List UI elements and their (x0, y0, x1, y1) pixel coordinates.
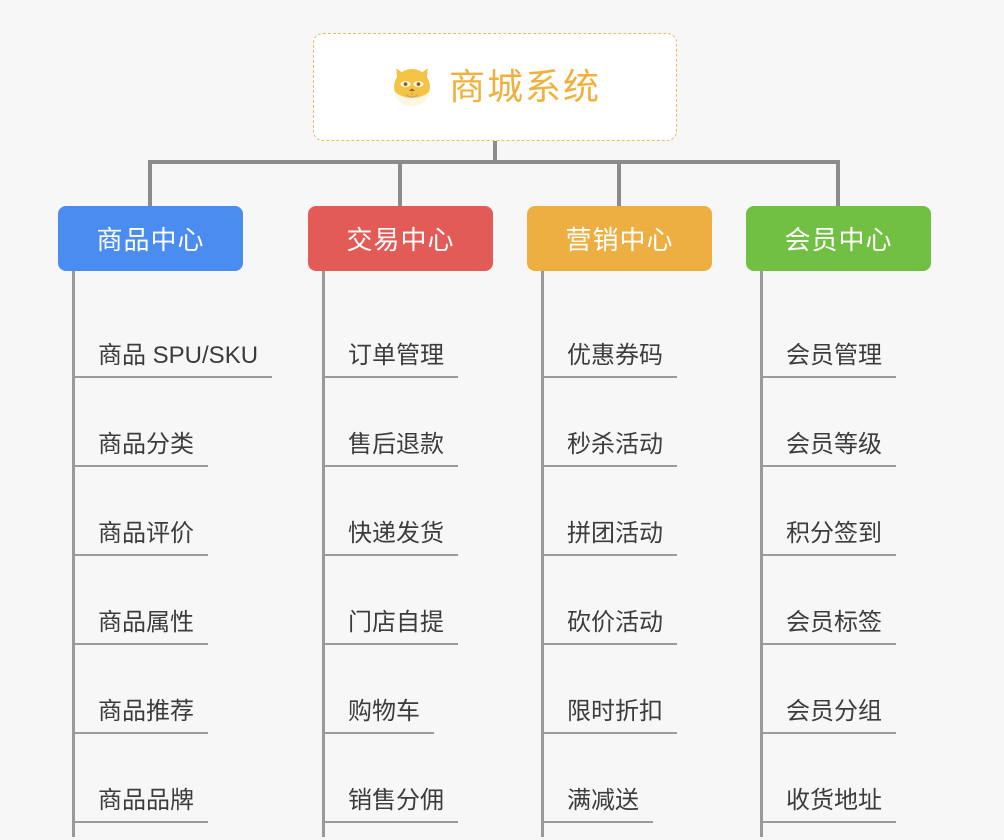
leaf-item[interactable]: 会员标签 (760, 556, 931, 645)
leaf-item[interactable]: 限时折扣 (541, 645, 712, 734)
branch-header-4[interactable]: 会员中心 (746, 206, 931, 271)
leaf-item[interactable]: 快递发货 (322, 467, 493, 556)
branch-body-4: 会员管理 会员等级 积分签到 会员标签 会员分组 收货地址 (746, 271, 931, 837)
leaf-item[interactable]: 门店自提 (322, 556, 493, 645)
connector-drop-4 (836, 160, 840, 208)
leaf-item[interactable]: 购物车 (322, 645, 493, 734)
root-node[interactable]: 商城系统 (313, 33, 677, 141)
leaf-item[interactable]: 秒杀活动 (541, 378, 712, 467)
leaf-item[interactable]: 商品推荐 (72, 645, 243, 734)
leaf-item[interactable]: 积分签到 (760, 467, 931, 556)
connector-drop-3 (617, 160, 621, 208)
branch-trunk-3 (541, 271, 544, 837)
connector-drop-2 (398, 160, 402, 208)
leaf-label: 会员管理 (760, 342, 896, 378)
leaf-item[interactable]: 收货地址 (760, 734, 931, 823)
root-title: 商城系统 (448, 66, 601, 107)
leaf-label: 商品 SPU/SKU (72, 342, 273, 378)
branch-column-2: 交易中心 订单管理 售后退款 快递发货 门店自提 购物车 销售分佣 (308, 206, 493, 837)
leaf-label: 拼团活动 (541, 520, 677, 556)
leaf-label: 销售分佣 (322, 787, 458, 823)
branch-header-label: 商品中心 (96, 225, 205, 255)
leaf-label: 收货地址 (760, 787, 896, 823)
connector-drop-1 (148, 160, 152, 208)
leaf-label: 购物车 (322, 698, 434, 734)
shiba-dog-icon (394, 68, 430, 107)
branch-trunk-4 (760, 271, 763, 837)
leaf-item[interactable]: 商品 SPU/SKU (72, 289, 273, 378)
leaf-item[interactable]: 满减送 (541, 734, 712, 823)
branch-header-label: 交易中心 (346, 225, 455, 255)
branch-body-3: 优惠券码 秒杀活动 拼团活动 砍价活动 限时折扣 满减送 (527, 271, 712, 837)
leaf-item[interactable]: 售后退款 (322, 378, 493, 467)
leaf-item[interactable]: 商品评价 (72, 467, 243, 556)
leaf-item[interactable]: 会员分组 (760, 645, 931, 734)
leaf-label: 积分签到 (760, 520, 896, 556)
branch-header-label: 营销中心 (565, 225, 674, 255)
leaf-item[interactable]: 优惠券码 (541, 289, 712, 378)
leaf-item[interactable]: 砍价活动 (541, 556, 712, 645)
leaf-label: 会员等级 (760, 431, 896, 467)
leaf-label: 快递发货 (322, 520, 458, 556)
branch-header-3[interactable]: 营销中心 (527, 206, 712, 271)
leaf-label: 商品评价 (72, 520, 208, 556)
leaf-label: 满减送 (541, 787, 653, 823)
leaf-item[interactable]: 商品属性 (72, 556, 243, 645)
leaf-label: 砍价活动 (541, 609, 677, 645)
leaf-item[interactable]: 订单管理 (322, 289, 493, 378)
leaf-item[interactable]: 会员管理 (760, 289, 931, 378)
leaf-label: 订单管理 (322, 342, 458, 378)
leaf-item[interactable]: 商品分类 (72, 378, 243, 467)
leaf-label: 优惠券码 (541, 342, 677, 378)
branch-header-label: 会员中心 (784, 225, 893, 255)
leaf-label: 秒杀活动 (541, 431, 677, 467)
leaf-item[interactable]: 销售分佣 (322, 734, 493, 823)
leaf-item[interactable]: 拼团活动 (541, 467, 712, 556)
branch-column-4: 会员中心 会员管理 会员等级 积分签到 会员标签 会员分组 收货地址 (746, 206, 931, 837)
branch-header-2[interactable]: 交易中心 (308, 206, 493, 271)
branch-body-1: 商品 SPU/SKU 商品分类 商品评价 商品属性 商品推荐 商品品牌 (58, 271, 273, 837)
leaf-label: 会员标签 (760, 609, 896, 645)
leaf-item[interactable]: 商品品牌 (72, 734, 243, 823)
leaf-label: 售后退款 (322, 431, 458, 467)
branch-column-1: 商品中心 商品 SPU/SKU 商品分类 商品评价 商品属性 商品推荐 商品品牌 (58, 206, 273, 837)
branch-header-1[interactable]: 商品中心 (58, 206, 243, 271)
leaf-label: 商品推荐 (72, 698, 208, 734)
leaf-label: 限时折扣 (541, 698, 677, 734)
leaf-label: 商品分类 (72, 431, 208, 467)
leaf-item[interactable]: 会员等级 (760, 378, 931, 467)
leaf-label: 会员分组 (760, 698, 896, 734)
leaf-label: 商品属性 (72, 609, 208, 645)
leaf-label: 商品品牌 (72, 787, 208, 823)
branch-trunk-2 (322, 271, 325, 837)
leaf-label: 门店自提 (322, 609, 458, 645)
connector-root-stub (493, 141, 497, 163)
connector-horizontal-bar (150, 160, 838, 164)
branch-column-3: 营销中心 优惠券码 秒杀活动 拼团活动 砍价活动 限时折扣 满减送 (527, 206, 712, 837)
branch-trunk-1 (72, 271, 75, 837)
branch-body-2: 订单管理 售后退款 快递发货 门店自提 购物车 销售分佣 (308, 271, 493, 837)
